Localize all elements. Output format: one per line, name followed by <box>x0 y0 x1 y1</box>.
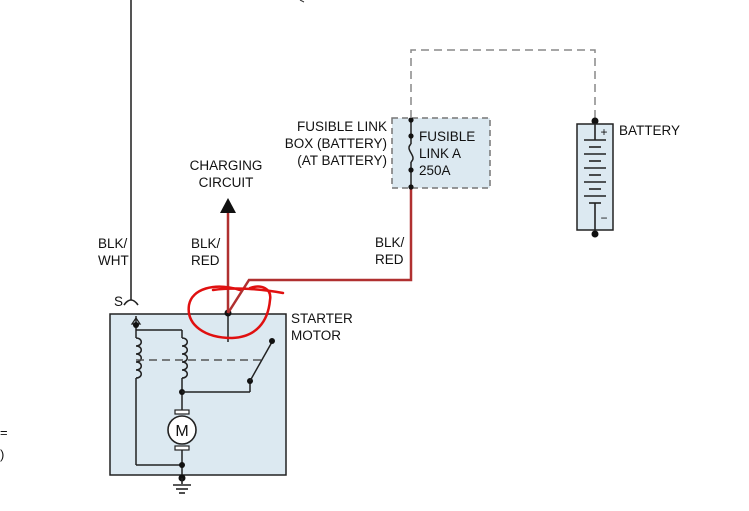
switch-arm <box>249 341 273 382</box>
battery-negative-terminal <box>591 230 599 238</box>
motor-brush-bottom <box>174 445 190 451</box>
battery-minus-sign: − <box>600 211 607 225</box>
starter-motor-label-2: MOTOR <box>291 328 341 343</box>
junction-node-motor-bottom <box>179 462 185 468</box>
wire-label-blk-red-right-1: BLK/ <box>375 235 405 250</box>
starter-motor-box <box>109 313 287 476</box>
fusible-link-node-2 <box>408 133 414 139</box>
edge-fragment-2: ) <box>0 447 4 462</box>
fusible-link-node-4 <box>408 184 414 190</box>
fusible-link-node-3 <box>408 167 414 173</box>
wire-label-blk-wht-1: BLK/ <box>98 236 128 251</box>
motor-symbol-label: M <box>175 423 188 440</box>
battery-label: BATTERY <box>619 123 680 138</box>
wire-label-blk-red-left-1: BLK/ <box>191 236 221 251</box>
fusible-link-label-1: FUSIBLE <box>419 129 475 144</box>
starter-motor-label-1: STARTER <box>291 311 353 326</box>
wire-label-blk-wht-2: WHT <box>98 253 129 268</box>
fusible-link-box-label-2: BOX (BATTERY) <box>285 136 387 151</box>
wire-blk-red-battery <box>226 188 413 314</box>
s-input-node <box>133 322 139 328</box>
edge-fragment-1: = <box>0 425 8 440</box>
solenoid-coil-left <box>135 337 142 379</box>
motor-brush-top <box>174 409 190 415</box>
motor-symbol <box>167 415 197 445</box>
fusible-link-box <box>391 117 491 189</box>
fusible-link-label-2: LINK A <box>419 146 461 161</box>
edge-fragment-3 <box>299 0 305 3</box>
battery-cells <box>584 124 606 230</box>
wire-label-blk-red-right-2: RED <box>375 252 404 267</box>
charging-circuit-label-1: CHARGING <box>190 158 263 173</box>
fusible-link-node-1 <box>408 117 414 123</box>
wire-dashed-to-battery <box>410 49 596 122</box>
ground-icon <box>173 478 191 494</box>
switch-contact-upper-node <box>269 338 275 344</box>
charging-circuit-label-2: CIRCUIT <box>199 175 254 190</box>
fusible-link-box-label-1: FUSIBLE LINK <box>297 119 387 134</box>
terminal-s-label: S <box>114 294 123 309</box>
battery-plus-sign: + <box>600 125 607 139</box>
fusible-link-box-label-3: (AT BATTERY) <box>297 153 387 168</box>
battery-positive-terminal <box>591 117 599 125</box>
fusible-link-label-3: 250A <box>419 163 451 178</box>
fusible-link-icon <box>408 143 414 163</box>
terminal-s-connector <box>123 299 139 306</box>
solenoid-coil-right <box>181 337 188 379</box>
red-annotation-circle <box>187 285 285 340</box>
wire-label-blk-red-left-2: RED <box>191 253 220 268</box>
charging-circuit-arrow-icon <box>220 198 236 213</box>
